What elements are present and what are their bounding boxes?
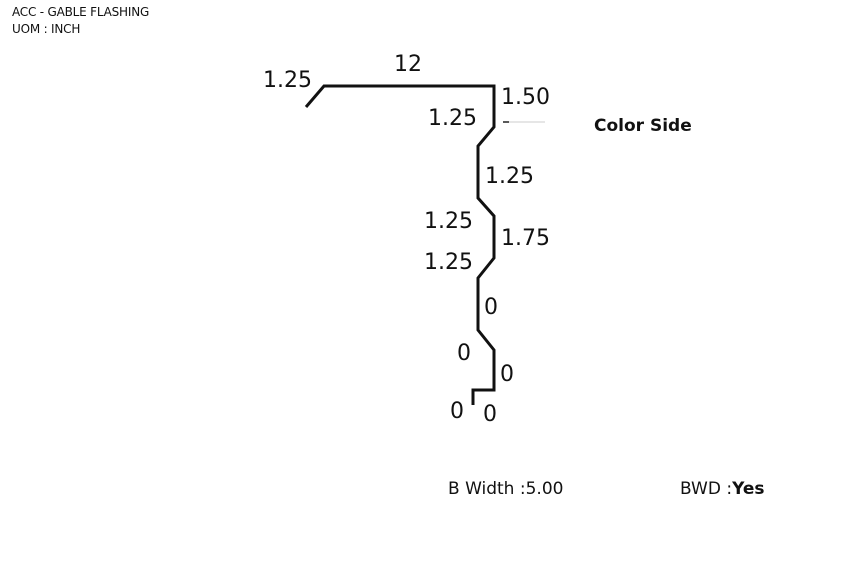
dim-left-3: 1.25: [424, 250, 473, 275]
unit-of-measure: UOM : INCH: [12, 22, 81, 36]
dim-bottom-left: 0: [450, 399, 464, 424]
bwd-label: BWD :: [680, 479, 733, 499]
blank-width: B Width :5.00: [448, 479, 563, 499]
bwd-value: Yes: [732, 479, 765, 499]
dim-top-left: 1.25: [263, 68, 312, 93]
dim-right-4: 0: [500, 362, 514, 387]
bwd: BWD :Yes: [680, 479, 765, 499]
dim-left-2: 1.25: [424, 209, 473, 234]
bwidth-label: B Width :: [448, 479, 526, 499]
color-side-label: Color Side: [594, 116, 692, 136]
flashing-profile-line: [304, 84, 496, 405]
dim-left-1: 1.25: [428, 106, 477, 131]
dim-right-3: 0: [484, 295, 498, 320]
dim-right-2: 1.75: [501, 226, 550, 251]
dim-left-4: 0: [457, 341, 471, 366]
dim-right-1: 1.25: [485, 164, 534, 189]
bwidth-value: 5.00: [525, 479, 564, 499]
dim-right-top: 1.50: [501, 85, 550, 110]
dim-top: 12: [394, 52, 422, 77]
dim-bottom-right: 0: [483, 402, 497, 427]
drawing-title: ACC - GABLE FLASHING: [12, 5, 150, 19]
